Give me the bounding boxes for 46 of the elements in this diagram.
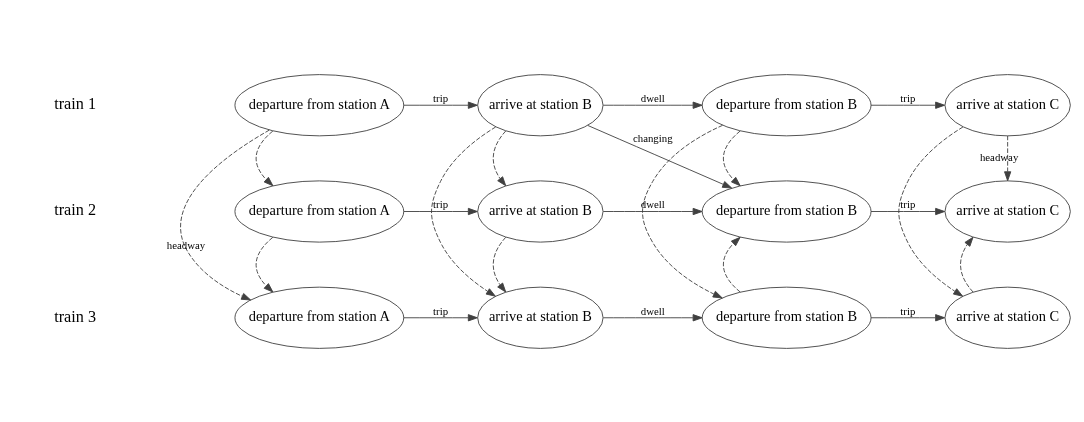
edge-label: dwell [640,197,665,210]
label: train 3 [54,307,97,326]
arrow [492,130,507,186]
node-ellipse: arrive at station B [477,179,604,243]
arrow [602,207,703,215]
node-ellipse: arrive at station B [477,73,604,136]
arrow [403,313,478,321]
node-ellipse: departure from station A [234,179,405,243]
arrow [255,130,274,186]
arrow [403,207,478,215]
node-ellipse: arrive at station C [944,179,1071,243]
edge-label: trip [433,197,449,210]
arrow [722,130,741,186]
arrow [403,101,478,109]
arrow [870,207,946,215]
node-ellipse: arrive at station C [944,73,1071,136]
node-ellipse: departure from station A [234,286,405,349]
label: train 2 [54,200,97,219]
arrow [1004,134,1012,181]
edge-label: trip [900,304,916,317]
edge-label: headway [979,150,1019,163]
arrow [492,236,507,292]
arrow [602,101,703,109]
arrow [587,124,733,188]
arrow [722,236,741,292]
label: train 1 [54,94,97,113]
arrow [602,313,703,321]
arrow [870,313,946,321]
node-ellipse: departure from station B [701,286,872,349]
arrow [870,101,946,109]
arrow [431,126,497,297]
edge-label: trip [900,91,916,104]
node-ellipse: departure from station B [701,73,872,136]
edge-label: dwell [640,91,665,104]
arrow [642,124,723,298]
edge-label: changing [632,131,673,144]
edge-label: headway [166,238,206,251]
arrow [180,129,270,300]
arrow [898,126,964,297]
edge-label: trip [433,304,449,317]
node-ellipse: departure from station A [234,73,405,136]
edge-label: trip [433,91,449,104]
arrow [960,236,974,292]
edge-label: trip [900,197,916,210]
edge-label: dwell [640,304,665,317]
arrow [255,236,274,292]
